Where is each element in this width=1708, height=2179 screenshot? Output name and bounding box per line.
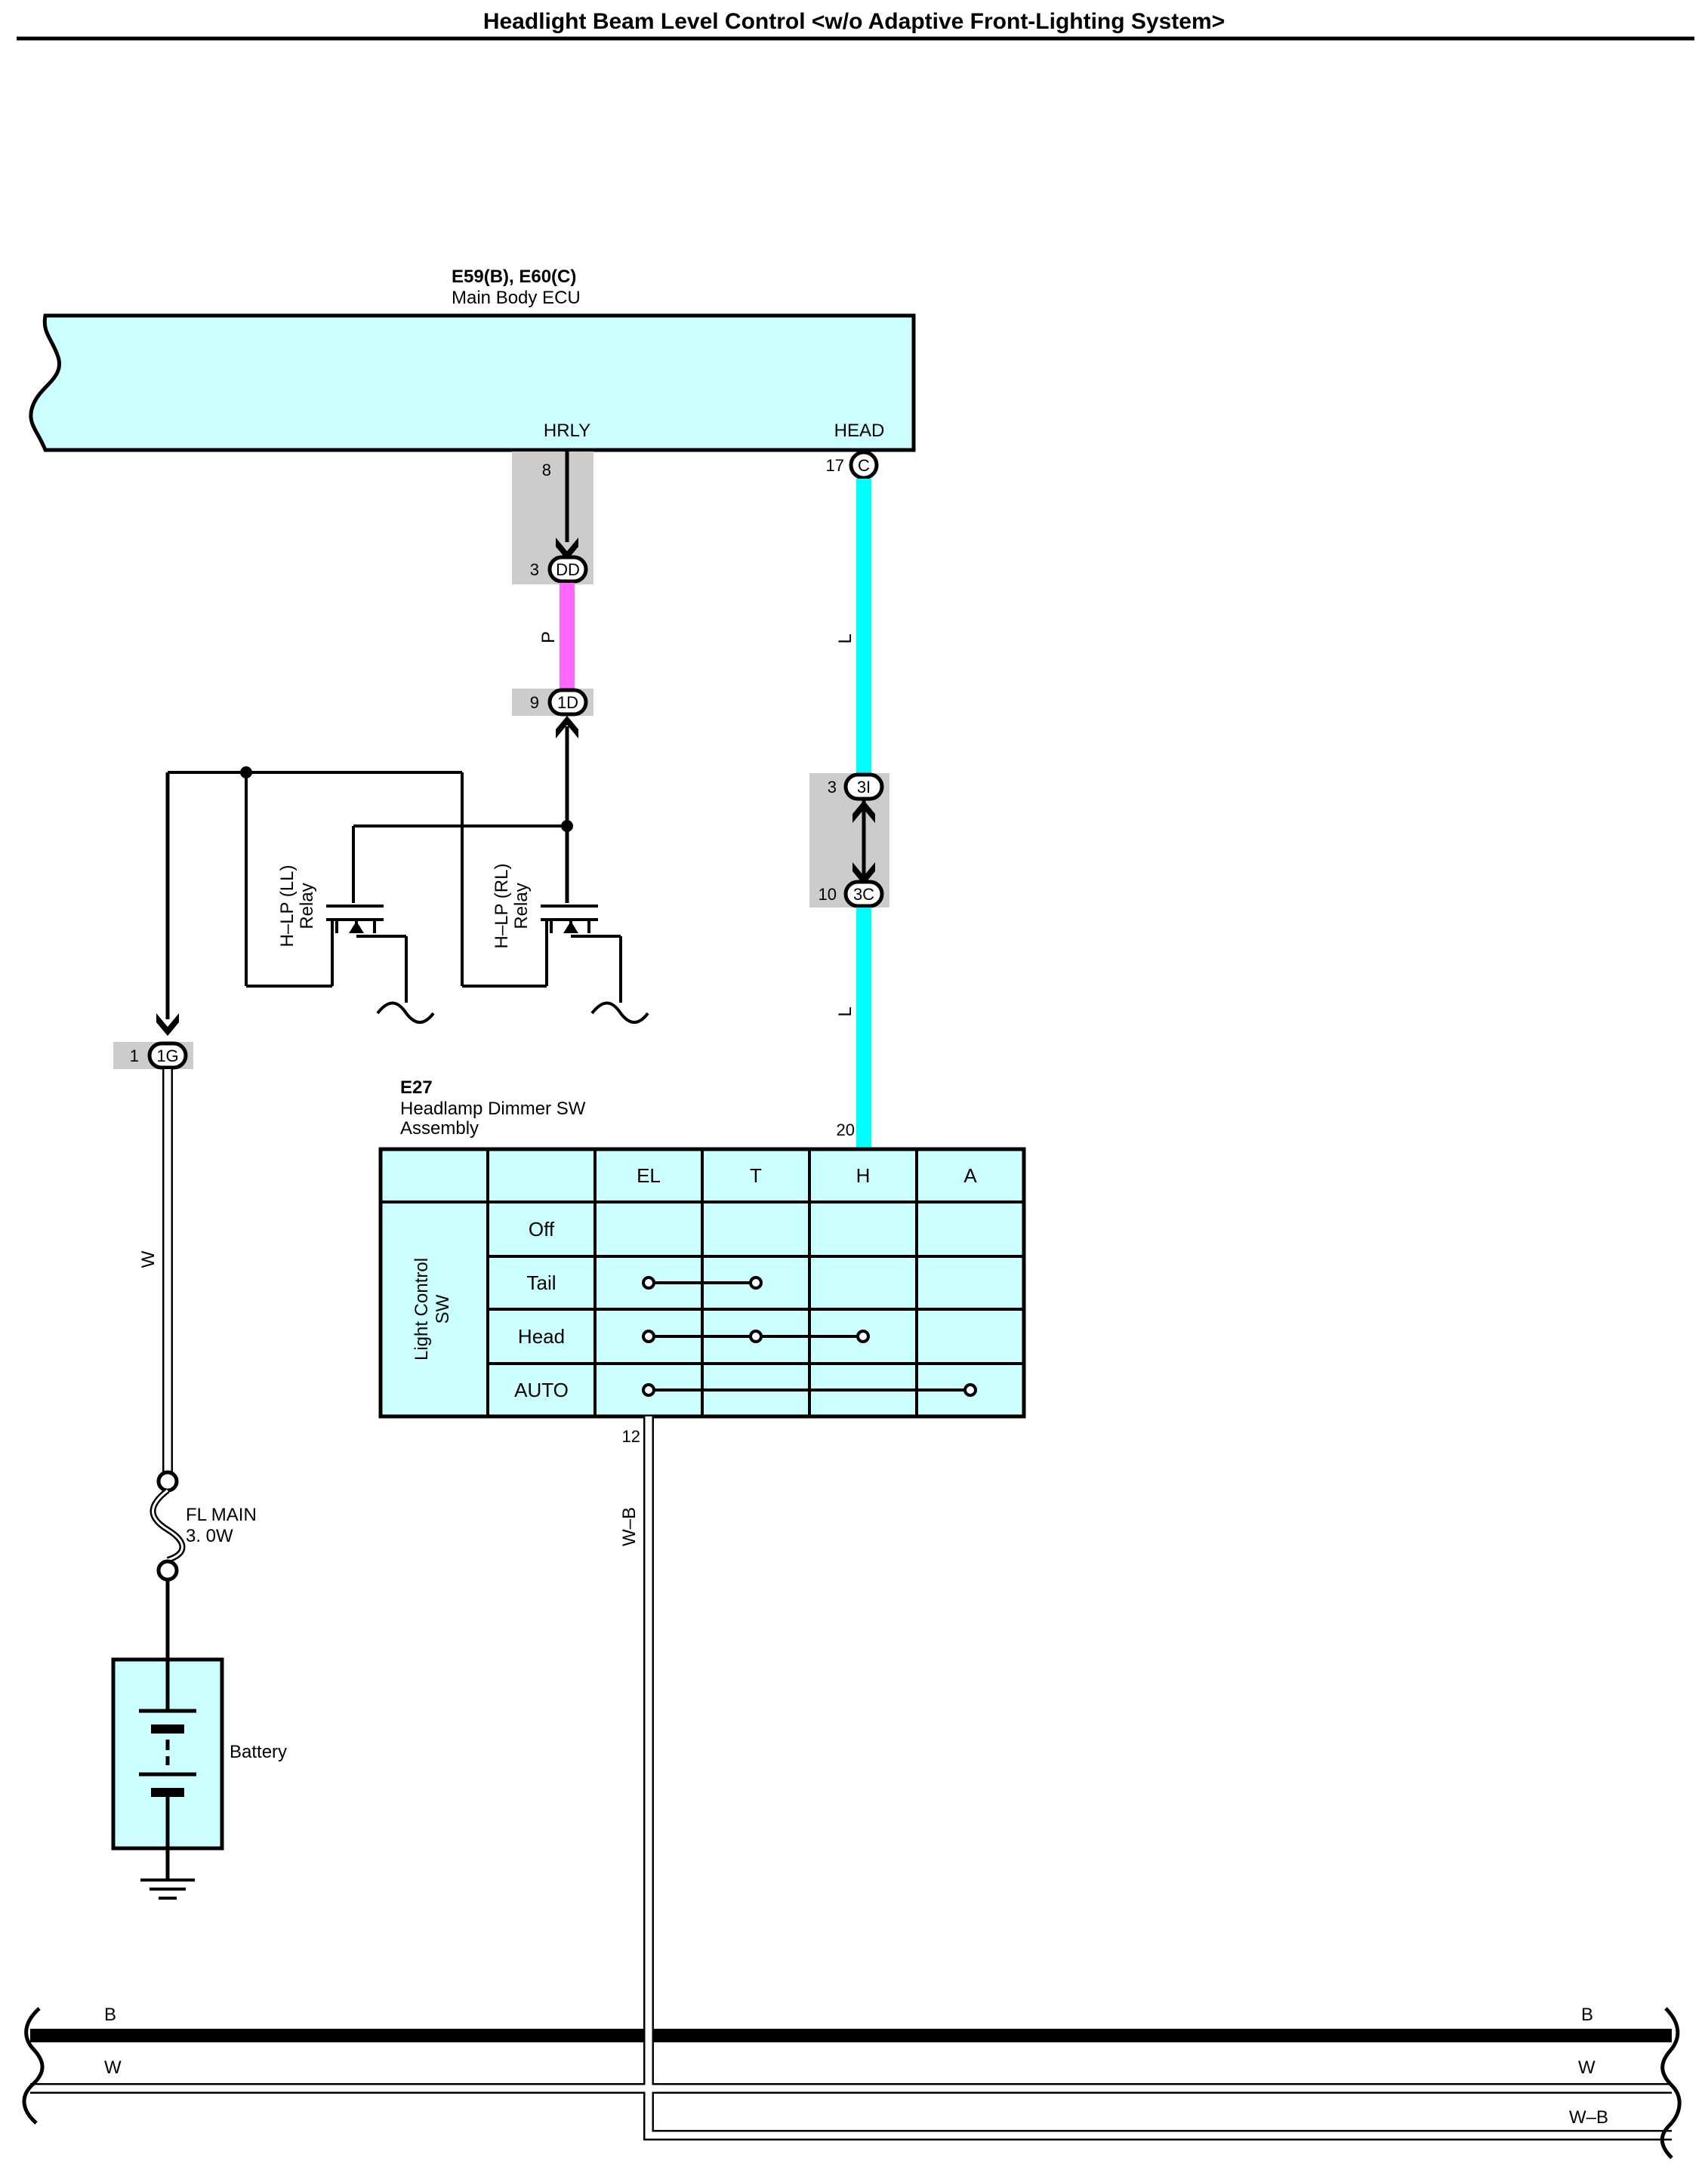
bus-b-left: B xyxy=(104,2005,116,2025)
connector-3c-code: 3C xyxy=(853,885,874,904)
connector-dd xyxy=(547,555,588,584)
switch-row-head: Head xyxy=(518,1325,565,1348)
ecu-terminal-head: HEAD xyxy=(834,421,885,441)
connector-1g-pin: 1 xyxy=(130,1046,139,1065)
bus-break-right-icon xyxy=(1660,2007,1682,2159)
connector-1d-pin: 9 xyxy=(530,693,539,712)
connector-3c-pin: 10 xyxy=(819,885,837,904)
wire-p-label: P xyxy=(538,631,559,643)
relay-rl-label-1: H–LP (RL) xyxy=(492,864,512,949)
ground-icon xyxy=(140,1879,195,1900)
switch-col-h: H xyxy=(856,1164,871,1187)
relay-feed-arrow-icon xyxy=(556,716,578,738)
fuse-terminal-top xyxy=(156,1470,179,1493)
fuse-rating: 3. 0W xyxy=(186,1526,233,1546)
connector-1g-code: 1G xyxy=(156,1046,178,1065)
connector-c-head-code: C xyxy=(858,456,870,475)
pin-head: 17 xyxy=(826,456,844,475)
switch-col-t: T xyxy=(750,1164,762,1187)
page-title: Headlight Beam Level Control <w/o Adapti… xyxy=(483,9,1225,34)
bus-wb-right: W–B xyxy=(1569,2107,1608,2128)
wire-wb xyxy=(645,1416,1672,2139)
wire-wb-outline xyxy=(643,1416,1672,2140)
up-arrow-icon xyxy=(852,800,875,823)
relay-ll xyxy=(326,905,435,1024)
switch-contacts xyxy=(642,1276,977,1397)
fuse-terminal-bottom xyxy=(156,1559,179,1582)
connector-3i xyxy=(843,772,884,801)
switch-name-2: Assembly xyxy=(400,1118,479,1139)
connector-1d xyxy=(547,688,588,717)
ecu-name: Main Body ECU xyxy=(452,288,581,308)
relay-ll-label-1: H–LP (LL) xyxy=(277,865,298,948)
switch-pin-bottom: 12 xyxy=(622,1427,640,1446)
bus-break-left-icon xyxy=(22,2007,45,2125)
connector-c-head xyxy=(849,450,879,480)
connector-dd-pin: 3 xyxy=(530,560,539,579)
connector-3i-pin: 3 xyxy=(828,778,837,797)
wire-wb-label: W–B xyxy=(619,1507,640,1546)
connector-3c xyxy=(843,880,884,908)
power-arrow-icon xyxy=(156,1013,179,1036)
bus-w-right: W xyxy=(1578,2057,1595,2078)
switch-row-auto: AUTO xyxy=(514,1379,569,1401)
relay-ll-label-2: Relay xyxy=(297,883,317,929)
switch-name-1: Headlamp Dimmer SW xyxy=(400,1099,586,1119)
wire-l-lower-label: L xyxy=(835,1006,856,1016)
switch-pin-top: 20 xyxy=(837,1120,855,1139)
switch-col-el: EL xyxy=(637,1164,661,1187)
switch-group-2: SW xyxy=(433,1294,453,1324)
connector-1g xyxy=(147,1041,188,1070)
switch-row-tail: Tail xyxy=(526,1271,556,1294)
wire-w-label: W xyxy=(138,1250,159,1268)
connector-3i-code: 3I xyxy=(857,778,871,797)
bus-b-right: B xyxy=(1581,2005,1593,2025)
fuse-name: FL MAIN xyxy=(186,1505,257,1525)
switch-row-off: Off xyxy=(529,1218,555,1241)
wire-l-upper-label: L xyxy=(835,633,856,643)
connector-dd-code: DD xyxy=(556,560,580,579)
relay-rl-label-2: Relay xyxy=(511,883,532,929)
main-body-ecu-box xyxy=(29,313,916,452)
bus-w-left: W xyxy=(104,2057,122,2078)
pin-hrly: 8 xyxy=(542,461,551,479)
ecu-code: E59(B), E60(C) xyxy=(452,267,576,287)
relay-rl xyxy=(541,905,649,1024)
switch-group-1: Light Control xyxy=(412,1258,432,1361)
switch-col-a: A xyxy=(963,1164,977,1187)
switch-code: E27 xyxy=(400,1077,433,1098)
ecu-terminal-hrly: HRLY xyxy=(544,421,590,441)
fuse-icon-inner xyxy=(152,1489,183,1561)
connector-1d-code: 1D xyxy=(557,693,578,712)
battery-label: Battery xyxy=(230,1742,287,1762)
